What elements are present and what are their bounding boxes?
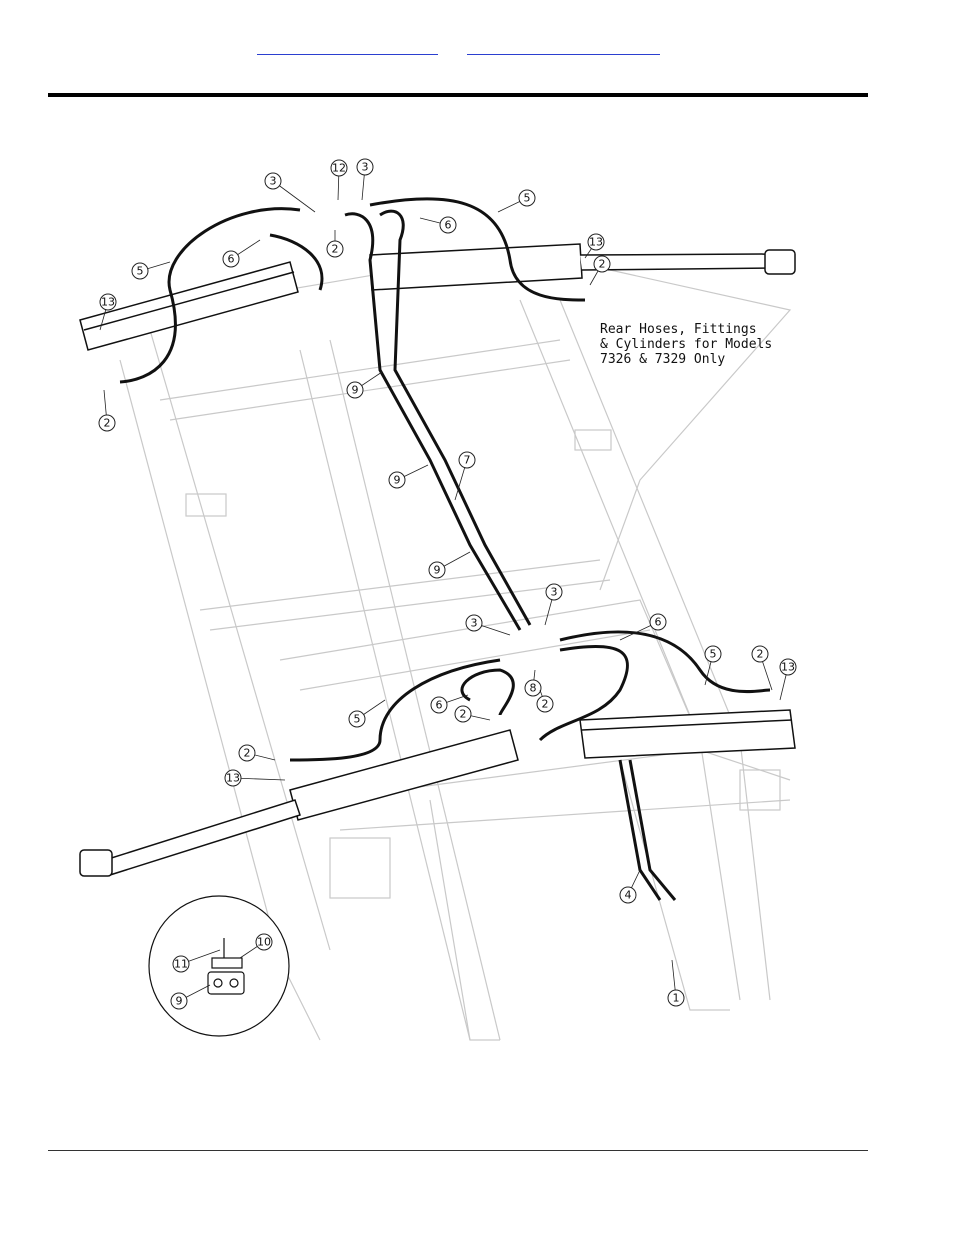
callout-label: 6 — [228, 253, 235, 266]
callout-label: 5 — [137, 265, 144, 278]
callout-11: 11 — [173, 956, 189, 972]
callout-6: 6 — [431, 697, 447, 713]
callout-label: 10 — [257, 936, 271, 949]
callout-label: 7 — [464, 454, 471, 467]
callout-3: 3 — [546, 584, 562, 600]
callout-label: 2 — [332, 243, 339, 256]
callout-label: 13 — [101, 296, 115, 309]
callout-label: 2 — [757, 648, 764, 661]
callout-label: 2 — [599, 258, 606, 271]
callout-4: 4 — [620, 887, 636, 903]
callout-label: 6 — [445, 219, 452, 232]
callout-9: 9 — [171, 993, 187, 1009]
callout-13: 13 — [100, 294, 116, 310]
callout-label: 3 — [270, 175, 277, 188]
callout-10: 10 — [256, 934, 272, 950]
callout-13: 13 — [780, 659, 796, 675]
callout-label: 5 — [354, 713, 361, 726]
callout-5: 5 — [519, 190, 535, 206]
caption-line-1: Rear Hoses, Fittings — [600, 322, 757, 337]
callout-label: 2 — [104, 417, 111, 430]
callout-label: 5 — [710, 648, 717, 661]
callout-2: 2 — [327, 241, 343, 257]
callout-3: 3 — [265, 173, 281, 189]
callout-label: 2 — [460, 708, 467, 721]
caption-line-3: 7326 & 7329 Only — [600, 352, 725, 367]
callout-13: 13 — [225, 770, 241, 786]
callout-3: 3 — [466, 615, 482, 631]
callout-label: 1 — [673, 992, 680, 1005]
callout-9: 9 — [347, 382, 363, 398]
callout-label: 2 — [244, 747, 251, 760]
callout-5: 5 — [705, 646, 721, 662]
callout-label: 13 — [781, 661, 795, 674]
callout-2: 2 — [537, 696, 553, 712]
callout-13: 13 — [588, 234, 604, 250]
callout-label: 12 — [332, 162, 346, 175]
caption-line-2: & Cylinders for Models — [600, 337, 772, 352]
callout-2: 2 — [239, 745, 255, 761]
callout-label: 13 — [589, 236, 603, 249]
callout-label: 9 — [352, 384, 359, 397]
callout-label: 8 — [530, 682, 537, 695]
callout-label: 9 — [176, 995, 183, 1008]
callout-label: 9 — [394, 474, 401, 487]
callout-label: 13 — [226, 772, 240, 785]
callout-5: 5 — [349, 711, 365, 727]
callout-label: 3 — [471, 617, 478, 630]
callout-6: 6 — [650, 614, 666, 630]
callout-label: 4 — [625, 889, 632, 902]
callout-label: 3 — [551, 586, 558, 599]
callout-label: 9 — [434, 564, 441, 577]
callout-label: 3 — [362, 161, 369, 174]
callout-1: 1 — [668, 990, 684, 1006]
callout-2: 2 — [752, 646, 768, 662]
callout-12: 12 — [331, 160, 347, 176]
callout-7: 7 — [459, 452, 475, 468]
callout-label: 2 — [542, 698, 549, 711]
callout-2: 2 — [594, 256, 610, 272]
callout-label: 6 — [436, 699, 443, 712]
callout-6: 6 — [223, 251, 239, 267]
callout-2: 2 — [455, 706, 471, 722]
callout-9: 9 — [429, 562, 445, 578]
callout-label: 6 — [655, 616, 662, 629]
callout-9: 9 — [389, 472, 405, 488]
callout-label: 11 — [174, 958, 188, 971]
callout-8: 8 — [525, 680, 541, 696]
callout-5: 5 — [132, 263, 148, 279]
callout-6: 6 — [440, 217, 456, 233]
callout-label: 5 — [524, 192, 531, 205]
callout-2: 2 — [99, 415, 115, 431]
callout-3: 3 — [357, 159, 373, 175]
